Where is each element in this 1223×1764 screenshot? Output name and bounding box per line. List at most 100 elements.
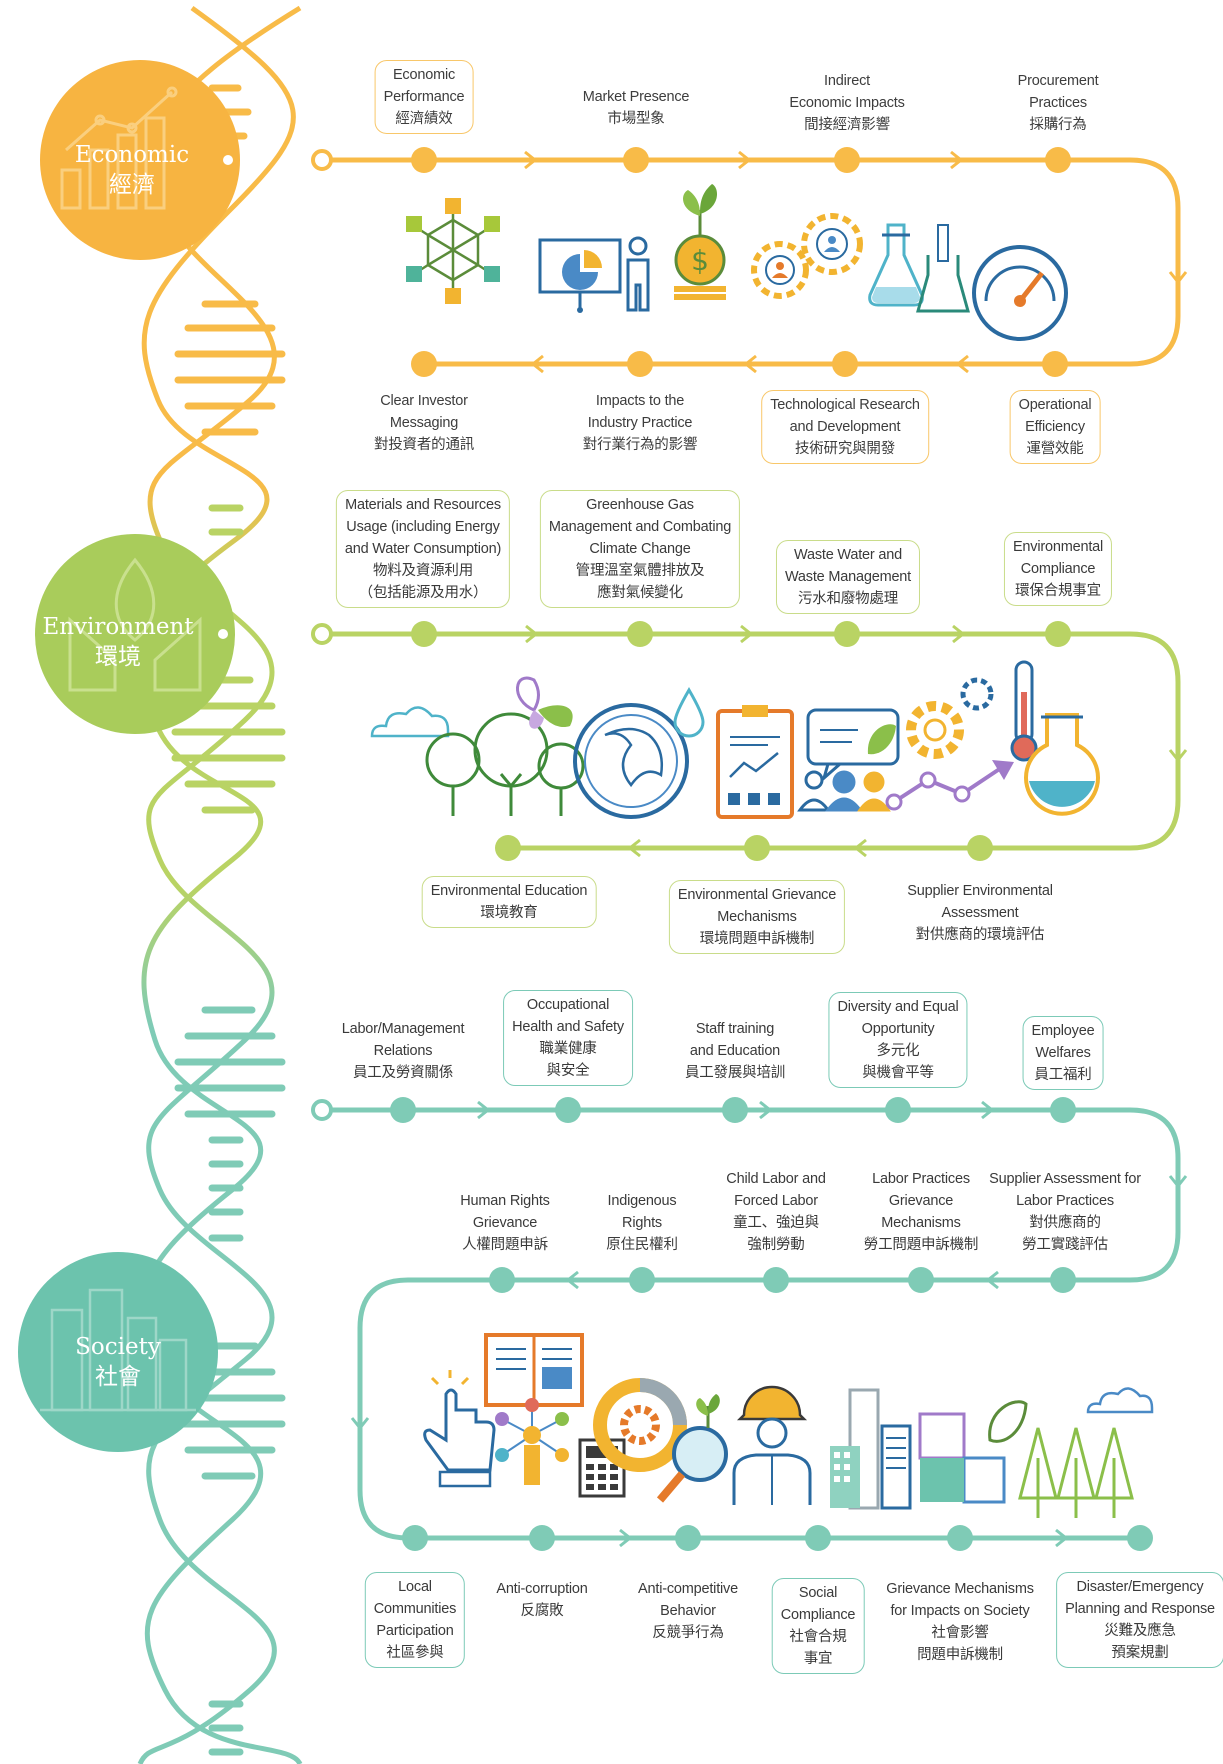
topic-line: Economic [392, 67, 456, 83]
society-topic: Anti-corruption 反腐敗 [496, 1578, 587, 1622]
topic-line: 強制勞動 [747, 1237, 805, 1253]
topic-line: Practices [1029, 95, 1087, 111]
topic-line: 災難及應急 [1104, 1623, 1176, 1639]
category-environment-en: Environment [42, 614, 194, 640]
clipboard-chart-icon [716, 705, 794, 819]
gauge-icon [972, 245, 1068, 341]
people-icon [797, 770, 891, 812]
topic-line: 職業健康 [539, 1041, 597, 1057]
topic-line: Supplier Assessment for [989, 1171, 1141, 1187]
topic-line: Behavior [660, 1603, 716, 1619]
society-circle [18, 1252, 218, 1452]
topic-line: Communities [373, 1601, 457, 1617]
money-plant-icon: $ [674, 184, 726, 300]
topic-line: Rights [622, 1215, 662, 1231]
topic-line: Child Labor and [726, 1171, 826, 1187]
gear-icon [906, 677, 994, 759]
economic-flow [322, 157, 1181, 367]
topic-line: and Water Consumption) [344, 541, 502, 557]
economic-circle [40, 60, 240, 260]
topic-line: 經濟績效 [395, 111, 453, 127]
network-hexagon-icon [406, 198, 500, 304]
topic-line: 物料及資源利用 [372, 563, 474, 579]
topic-line: 勞工問題申訴機制 [863, 1237, 979, 1253]
dna-helix [137, 5, 303, 1764]
topic-line: Participation [376, 1623, 454, 1639]
topic-line: 員工發展與培訓 [684, 1065, 786, 1081]
topic-line: Indigenous [607, 1193, 677, 1209]
pine-trees-icon [1018, 1427, 1134, 1518]
topic-line: 員工及勞資關係 [352, 1065, 454, 1081]
society-connector [311, 1099, 333, 1121]
topic-line: Management and Combating [548, 519, 732, 535]
topic-line: 環境問題申訴機制 [699, 931, 815, 947]
topic-line: 對行業行為的影響 [582, 437, 698, 453]
topic-line: 問題申訴機制 [917, 1647, 1003, 1663]
topic-line: 反競爭行為 [652, 1625, 724, 1641]
topic-line: Supplier Environmental [907, 883, 1053, 899]
lab-flask-icon [868, 223, 970, 313]
topic-line: Labor/Management [341, 1021, 465, 1037]
category-environment-label: Environment 環境 [42, 612, 193, 672]
topic-line: Relations [373, 1043, 433, 1059]
society-arrows [350, 1100, 1188, 1548]
environment-connector [311, 623, 333, 645]
topic-line: Impacts to the [595, 393, 685, 409]
trees-icon [425, 712, 585, 816]
category-society-label: Society 社會 [75, 1332, 161, 1392]
topic-line: 童工、強迫與 [733, 1215, 819, 1231]
water-drop-icon [673, 687, 705, 738]
topic-line: Clear Investor [380, 393, 468, 409]
helix-strand-b [137, 5, 302, 1764]
topic-line: Procurement [1017, 73, 1099, 89]
topic-line: 技術研究與開發 [794, 441, 896, 457]
topic-line: Mechanisms [717, 909, 797, 925]
topic-line: Disaster/Emergency [1076, 1579, 1204, 1595]
worker-helmet-icon [732, 1385, 812, 1505]
topic-line: Forced Labor [734, 1193, 818, 1209]
topic-line: 管理溫室氣體排放及 [575, 563, 705, 579]
topic-line: 環境教育 [480, 905, 538, 921]
topic-line: 反腐敗 [520, 1603, 564, 1619]
topic-line: Opportunity [861, 1021, 935, 1037]
buildings-icon [830, 1388, 912, 1510]
topic-line: Employee [1031, 1023, 1095, 1039]
topic-line: Mechanisms [881, 1215, 961, 1231]
book-icon [484, 1333, 584, 1407]
category-economic-zh: 經濟 [108, 172, 155, 198]
economic-arrows [524, 150, 1188, 374]
topic-line: Industry Practice [587, 415, 693, 431]
topic-line: Market Presence [582, 89, 690, 105]
topic-line: for Impacts on Society [890, 1603, 1030, 1619]
topic-line: 市場型象 [607, 111, 665, 127]
topic-line: 社會影響 [931, 1625, 989, 1641]
topic-line: 污水和廢物處理 [797, 591, 899, 607]
topic-line: Human Rights [460, 1193, 550, 1209]
topic-line: 採購行為 [1029, 117, 1087, 133]
topic-line: Compliance [780, 1607, 856, 1623]
topic-line: 對供應商的 [1029, 1215, 1101, 1231]
category-economic-label: Economic 經濟 [75, 140, 189, 200]
topic-line: Indirect [824, 73, 870, 89]
topic-line: Anti-corruption [496, 1581, 588, 1597]
society-nodes [390, 1097, 1153, 1551]
topic-line: 原住民權利 [606, 1237, 678, 1253]
gears-people-icon [751, 213, 863, 299]
topic-line: 與機會平等 [862, 1065, 934, 1081]
topic-line: Usage (including Energy [346, 519, 500, 535]
